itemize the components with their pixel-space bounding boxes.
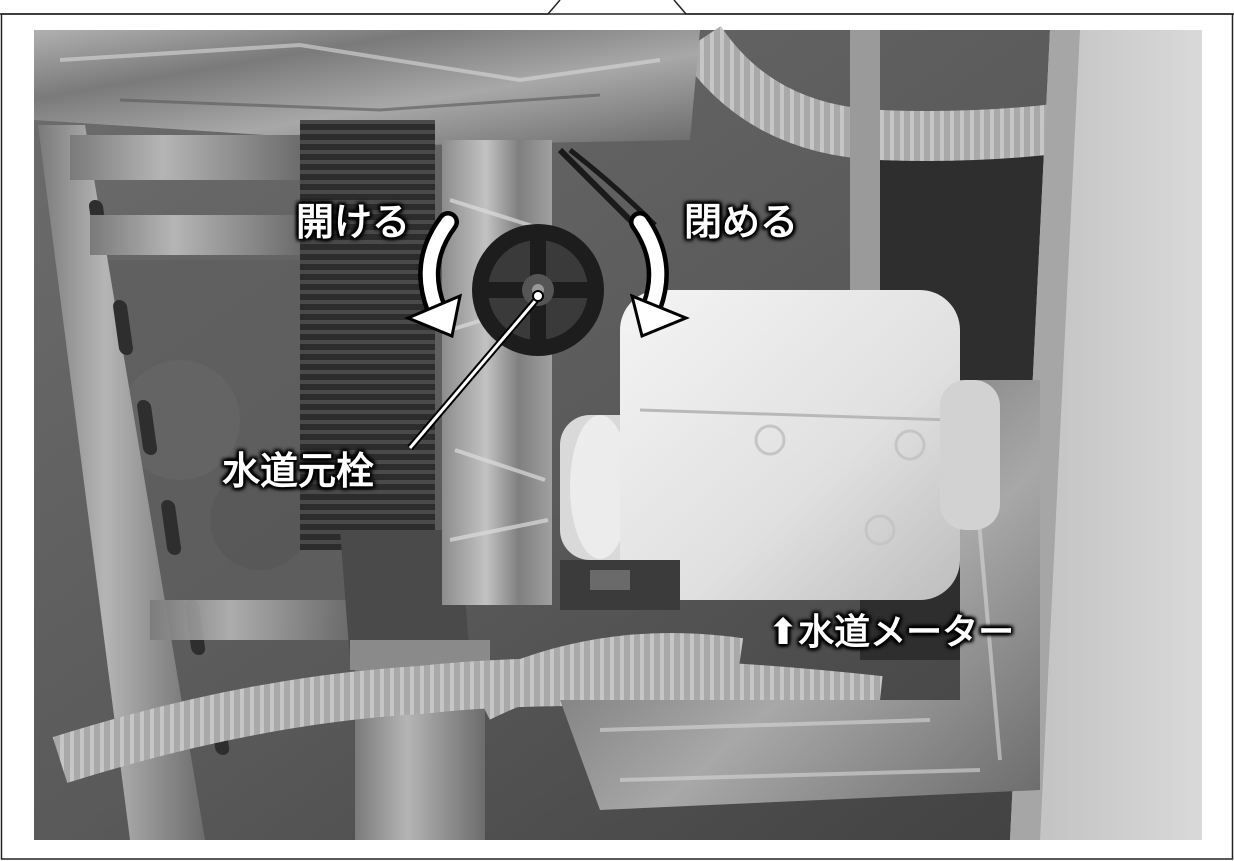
- open-label: 開ける: [296, 200, 411, 244]
- curved-arrow-counterclockwise-icon: [404, 211, 463, 339]
- close-label: 閉める: [684, 200, 799, 244]
- frame-top-line: [0, 0, 1234, 15]
- meter-label-wrap: ⬆水道メーター: [768, 615, 1014, 651]
- curved-arrow-clockwise-icon: [629, 211, 690, 339]
- water-meter-box: [560, 290, 1000, 600]
- meter-label: 水道メーター: [798, 612, 1015, 653]
- frame-border: [0, 13, 1234, 860]
- photo: [34, 25, 1202, 840]
- main-valve-label: 水道元栓: [222, 449, 375, 493]
- up-arrow-icon: ⬆: [768, 612, 799, 653]
